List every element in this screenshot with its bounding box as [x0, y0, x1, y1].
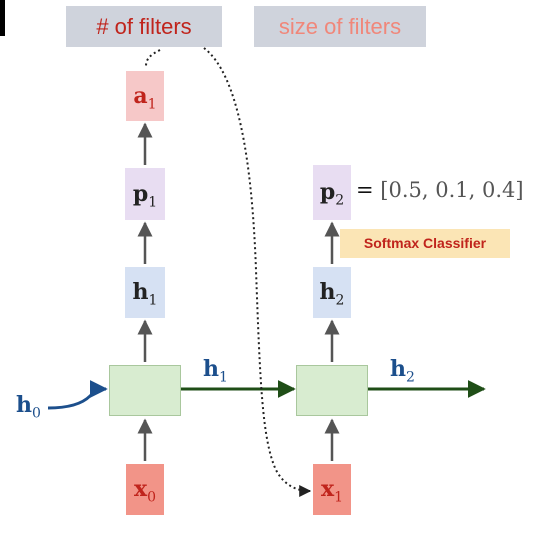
h1-flow-base: h: [203, 356, 219, 382]
x1-sub: 1: [334, 489, 344, 506]
equals-sign: =: [356, 178, 374, 202]
a1-node: a1: [126, 71, 164, 121]
p1-base: p: [132, 181, 149, 207]
size-filters-tag: size of filters: [254, 6, 426, 47]
p1-sub: 1: [148, 194, 158, 211]
p2-sub: 2: [335, 192, 345, 209]
h0-base: h: [16, 392, 32, 418]
dotted-arrow-to-x1: [203, 47, 312, 497]
h0-sub: 0: [32, 405, 41, 422]
softmax-classifier-label: Softmax Classifier: [340, 229, 510, 258]
num-filters-tag: # of filters: [66, 6, 222, 47]
dotted-arrow-to-a1: [145, 49, 161, 67]
arrow-h0-to-cell1: [47, 380, 108, 410]
h1-sub: 1: [148, 292, 158, 309]
h1-node: h1: [125, 267, 165, 318]
p2-node: p2: [313, 165, 351, 220]
h1-base: h: [132, 279, 149, 305]
p2-base: p: [319, 179, 336, 205]
h1-flow-label: h1: [203, 356, 228, 385]
probability-vector: = [0.5, 0.1, 0.4]: [356, 178, 524, 202]
x0-sub: 0: [147, 489, 157, 506]
x1-node: x1: [313, 464, 351, 515]
rnn-cell-1: [109, 365, 181, 416]
h2-flow-sub: 2: [406, 369, 415, 386]
h2-node: h2: [313, 267, 351, 318]
rnn-cell-2: [296, 365, 368, 416]
x0-base: x: [133, 476, 148, 502]
h2-base: h: [319, 279, 336, 305]
h2-sub: 2: [335, 292, 345, 309]
h1-flow-sub: 1: [219, 369, 228, 386]
p1-node: p1: [125, 168, 165, 220]
x1-base: x: [320, 476, 335, 502]
x0-node: x0: [126, 464, 164, 515]
a1-sub: 1: [147, 96, 157, 113]
h0-label: h0: [16, 392, 41, 421]
probability-values: [0.5, 0.1, 0.4]: [380, 178, 524, 202]
h2-flow-base: h: [390, 356, 406, 382]
a1-base: a: [133, 83, 148, 109]
left-edge-marker: [0, 0, 5, 36]
h2-flow-label: h2: [390, 356, 415, 385]
